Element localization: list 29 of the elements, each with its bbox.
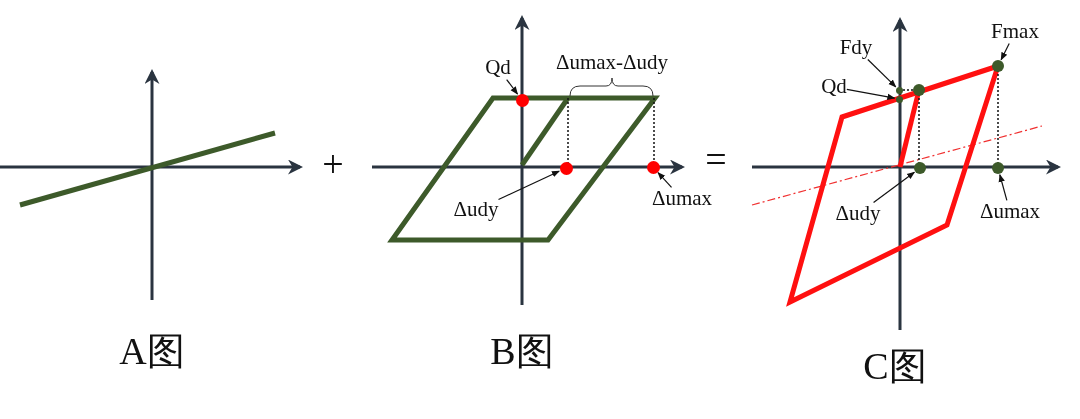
leader-line bbox=[657, 171, 673, 189]
point-label: Qd bbox=[485, 56, 511, 80]
data-point bbox=[992, 60, 1004, 72]
panel-title: C图 bbox=[863, 346, 927, 388]
point-label: Qd bbox=[821, 75, 847, 99]
point-label: Δudy bbox=[835, 202, 881, 226]
bracket-label: Δumax-Δudy bbox=[555, 51, 669, 75]
data-point bbox=[895, 95, 903, 103]
leader-line bbox=[497, 170, 560, 201]
data-point bbox=[559, 161, 573, 175]
equals-sign: = bbox=[705, 139, 727, 181]
data-point bbox=[992, 162, 1004, 174]
leader-line bbox=[872, 171, 915, 204]
leader-line bbox=[998, 174, 1008, 202]
leader-line bbox=[867, 58, 897, 88]
point-label: Δudy bbox=[453, 198, 499, 222]
leader-line bbox=[506, 78, 519, 95]
panel-title: A图 bbox=[119, 331, 185, 373]
point-label: Δumax bbox=[979, 200, 1041, 224]
data-point bbox=[646, 160, 660, 174]
data-point bbox=[895, 86, 903, 94]
point-label: Δumax bbox=[651, 187, 713, 211]
leader-line bbox=[846, 88, 896, 100]
leader-line bbox=[1000, 42, 1010, 61]
data-point bbox=[914, 162, 926, 174]
plus-sign: + bbox=[322, 144, 344, 186]
point-label: Fdy bbox=[839, 36, 873, 60]
point-label: Fmax bbox=[991, 20, 1039, 44]
panel-title: B图 bbox=[490, 331, 554, 373]
